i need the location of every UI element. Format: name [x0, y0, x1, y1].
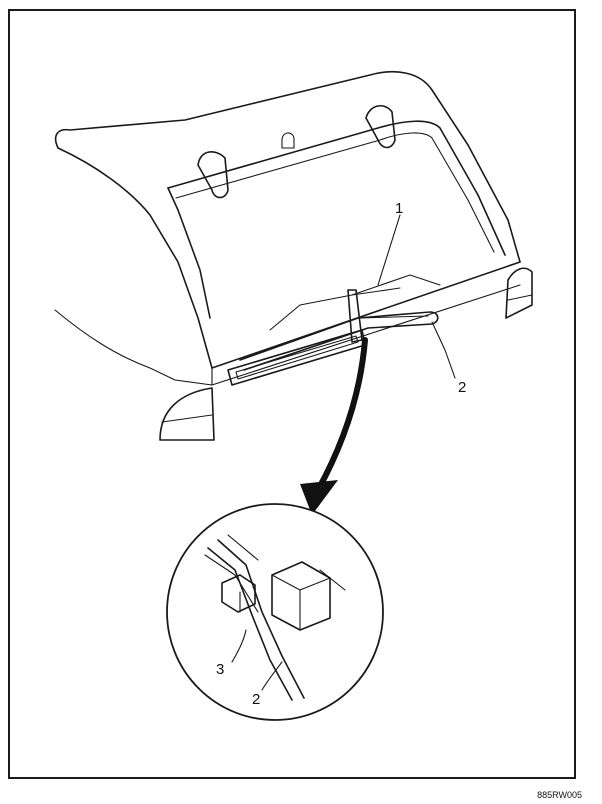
- detail-inset-circle: [166, 503, 384, 721]
- figure-border: [8, 9, 576, 779]
- callout-part-1: 1: [395, 200, 403, 217]
- callout-part-2-detail: 2: [252, 691, 260, 708]
- tail-lamp-right: [505, 267, 533, 319]
- callout-part-3-detail: 3: [216, 661, 224, 678]
- callout-part-2-main: 2: [458, 379, 466, 396]
- leader-lines: [231, 214, 456, 691]
- detail-arrow: [300, 337, 368, 515]
- tail-lamp-left: [159, 387, 215, 441]
- vehicle-rear-body: [54, 70, 521, 386]
- roof-spoiler-mounts: [197, 105, 396, 199]
- figure-code: 885RW005: [537, 790, 582, 800]
